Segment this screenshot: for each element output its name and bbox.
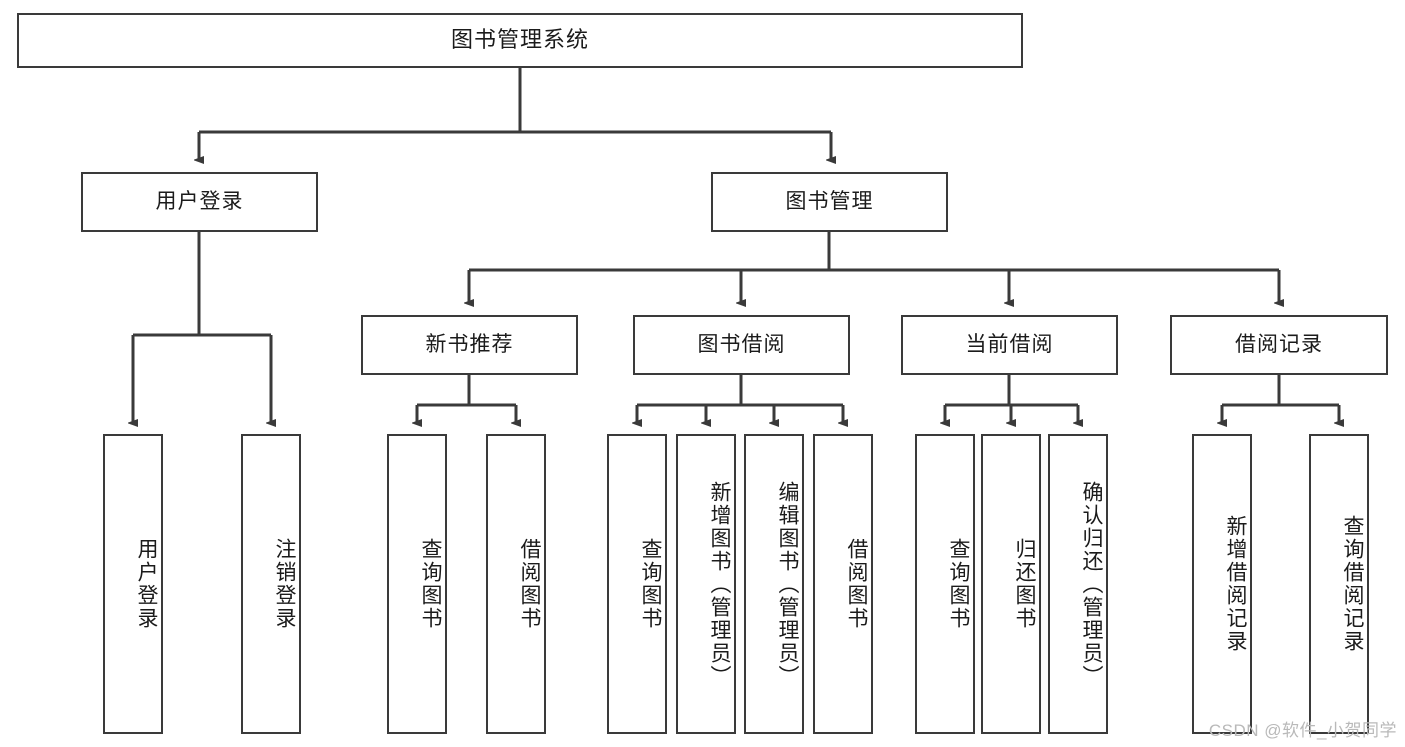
leaf-current-borrow-return[interactable]: 归还图书: [981, 434, 1041, 734]
leaf-borrow-record-add[interactable]: 新增借阅记录: [1192, 434, 1252, 734]
node-borrow-record-label: 借阅记录: [1235, 333, 1323, 357]
leaf-label: 归还图书: [1013, 538, 1036, 630]
leaf-label: 查询借阅记录: [1341, 515, 1364, 653]
leaf-new-book-borrow[interactable]: 借阅图书: [486, 434, 546, 734]
leaf-new-book-query[interactable]: 查询图书: [387, 434, 447, 734]
leaf-borrow-record-query[interactable]: 查询借阅记录: [1309, 434, 1369, 734]
leaf-user-login-logout[interactable]: 注销登录: [241, 434, 301, 734]
leaf-book-borrow-add[interactable]: 新增图书（管理员）: [676, 434, 736, 734]
leaf-label: 查询图书: [947, 538, 970, 630]
leaf-label: 新增图书（管理员）: [708, 480, 731, 688]
node-book-management[interactable]: 图书管理: [711, 172, 948, 232]
node-current-borrow-label: 当前借阅: [965, 333, 1054, 357]
leaf-label: 新增借阅记录: [1224, 515, 1247, 653]
leaf-label: 注销登录: [273, 538, 296, 630]
node-borrow-record[interactable]: 借阅记录: [1170, 315, 1388, 375]
node-book-management-label: 图书管理: [785, 190, 874, 214]
node-book-borrow[interactable]: 图书借阅: [633, 315, 850, 375]
node-new-book-recommend[interactable]: 新书推荐: [361, 315, 578, 375]
leaf-label: 查询图书: [639, 538, 662, 630]
leaf-label: 查询图书: [419, 538, 442, 630]
leaf-label: 借阅图书: [518, 538, 541, 630]
node-root[interactable]: 图书管理系统: [17, 13, 1023, 68]
node-root-label: 图书管理系统: [450, 27, 589, 53]
node-current-borrow[interactable]: 当前借阅: [901, 315, 1118, 375]
leaf-book-borrow-edit[interactable]: 编辑图书（管理员）: [744, 434, 804, 734]
leaf-book-borrow-query[interactable]: 查询图书: [607, 434, 667, 734]
leaf-book-borrow-lend[interactable]: 借阅图书: [813, 434, 873, 734]
leaf-label: 确认归还（管理员）: [1080, 480, 1103, 688]
leaf-label: 用户登录: [135, 538, 158, 630]
node-user-login[interactable]: 用户登录: [81, 172, 318, 232]
node-new-book-recommend-label: 新书推荐: [425, 333, 514, 357]
leaf-current-borrow-query[interactable]: 查询图书: [915, 434, 975, 734]
leaf-label: 借阅图书: [845, 538, 868, 630]
leaf-label: 编辑图书（管理员）: [776, 480, 799, 688]
node-user-login-label: 用户登录: [155, 190, 244, 214]
node-book-borrow-label: 图书借阅: [697, 333, 786, 357]
leaf-current-borrow-confirm-return[interactable]: 确认归还（管理员）: [1048, 434, 1108, 734]
watermark: CSDN @软件_小贺同学: [1208, 721, 1397, 740]
leaf-user-login-login[interactable]: 用户登录: [103, 434, 163, 734]
